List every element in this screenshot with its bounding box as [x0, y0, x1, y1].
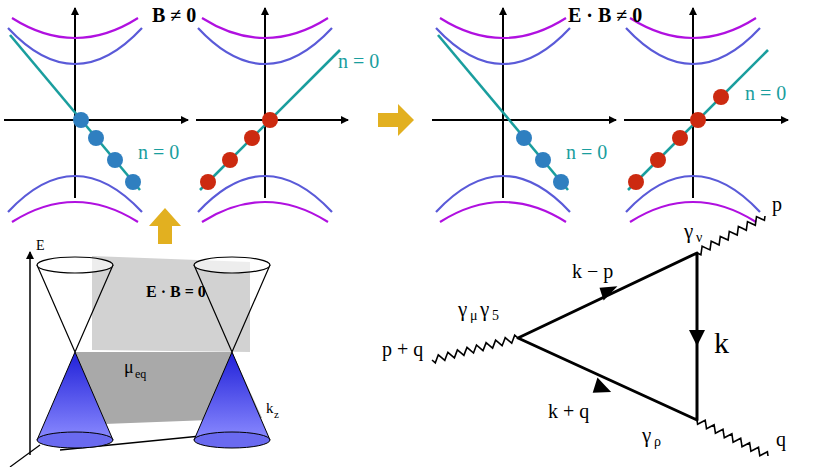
axis-label: k — [266, 400, 274, 417]
momentum-label: k + q — [548, 400, 589, 422]
momentum-label: k — [714, 326, 729, 359]
landau-panel — [432, 8, 788, 222]
triangle-diagram — [518, 253, 705, 420]
panel-heading: E · B ≠ 0 — [568, 4, 642, 26]
level-label: n = 0 — [338, 50, 379, 72]
level-label: n = 0 — [745, 82, 786, 104]
subscript: μ — [470, 308, 478, 323]
vertex-label: γ — [458, 298, 467, 321]
vertex-label: γ — [480, 298, 489, 321]
photon-line — [697, 216, 765, 255]
vertex-label: γ — [642, 424, 651, 447]
subscript: 5 — [492, 308, 499, 323]
photon-line — [697, 420, 768, 456]
flow-arrow — [149, 104, 414, 244]
subscript: eq — [135, 368, 146, 381]
plane-label: E · B = 0 — [146, 283, 206, 301]
level-label: n = 0 — [566, 141, 607, 163]
vertex-label: γ — [684, 220, 693, 243]
weyl-cones — [10, 252, 270, 467]
panel-heading: B ≠ 0 — [152, 4, 196, 26]
subscript: ρ — [654, 434, 661, 449]
photon-line — [432, 335, 518, 363]
momentum-label: p + q — [382, 338, 423, 360]
subscript: ν — [696, 230, 702, 245]
momentum-label: k − p — [572, 260, 613, 282]
momentum-label: q — [776, 428, 786, 450]
subscript: z — [274, 408, 279, 420]
axis-label: E — [36, 238, 45, 253]
landau-panel — [4, 8, 348, 222]
momentum-label: p — [772, 193, 782, 215]
level-label: n = 0 — [138, 141, 179, 163]
chemical-potential: μ — [124, 358, 134, 378]
